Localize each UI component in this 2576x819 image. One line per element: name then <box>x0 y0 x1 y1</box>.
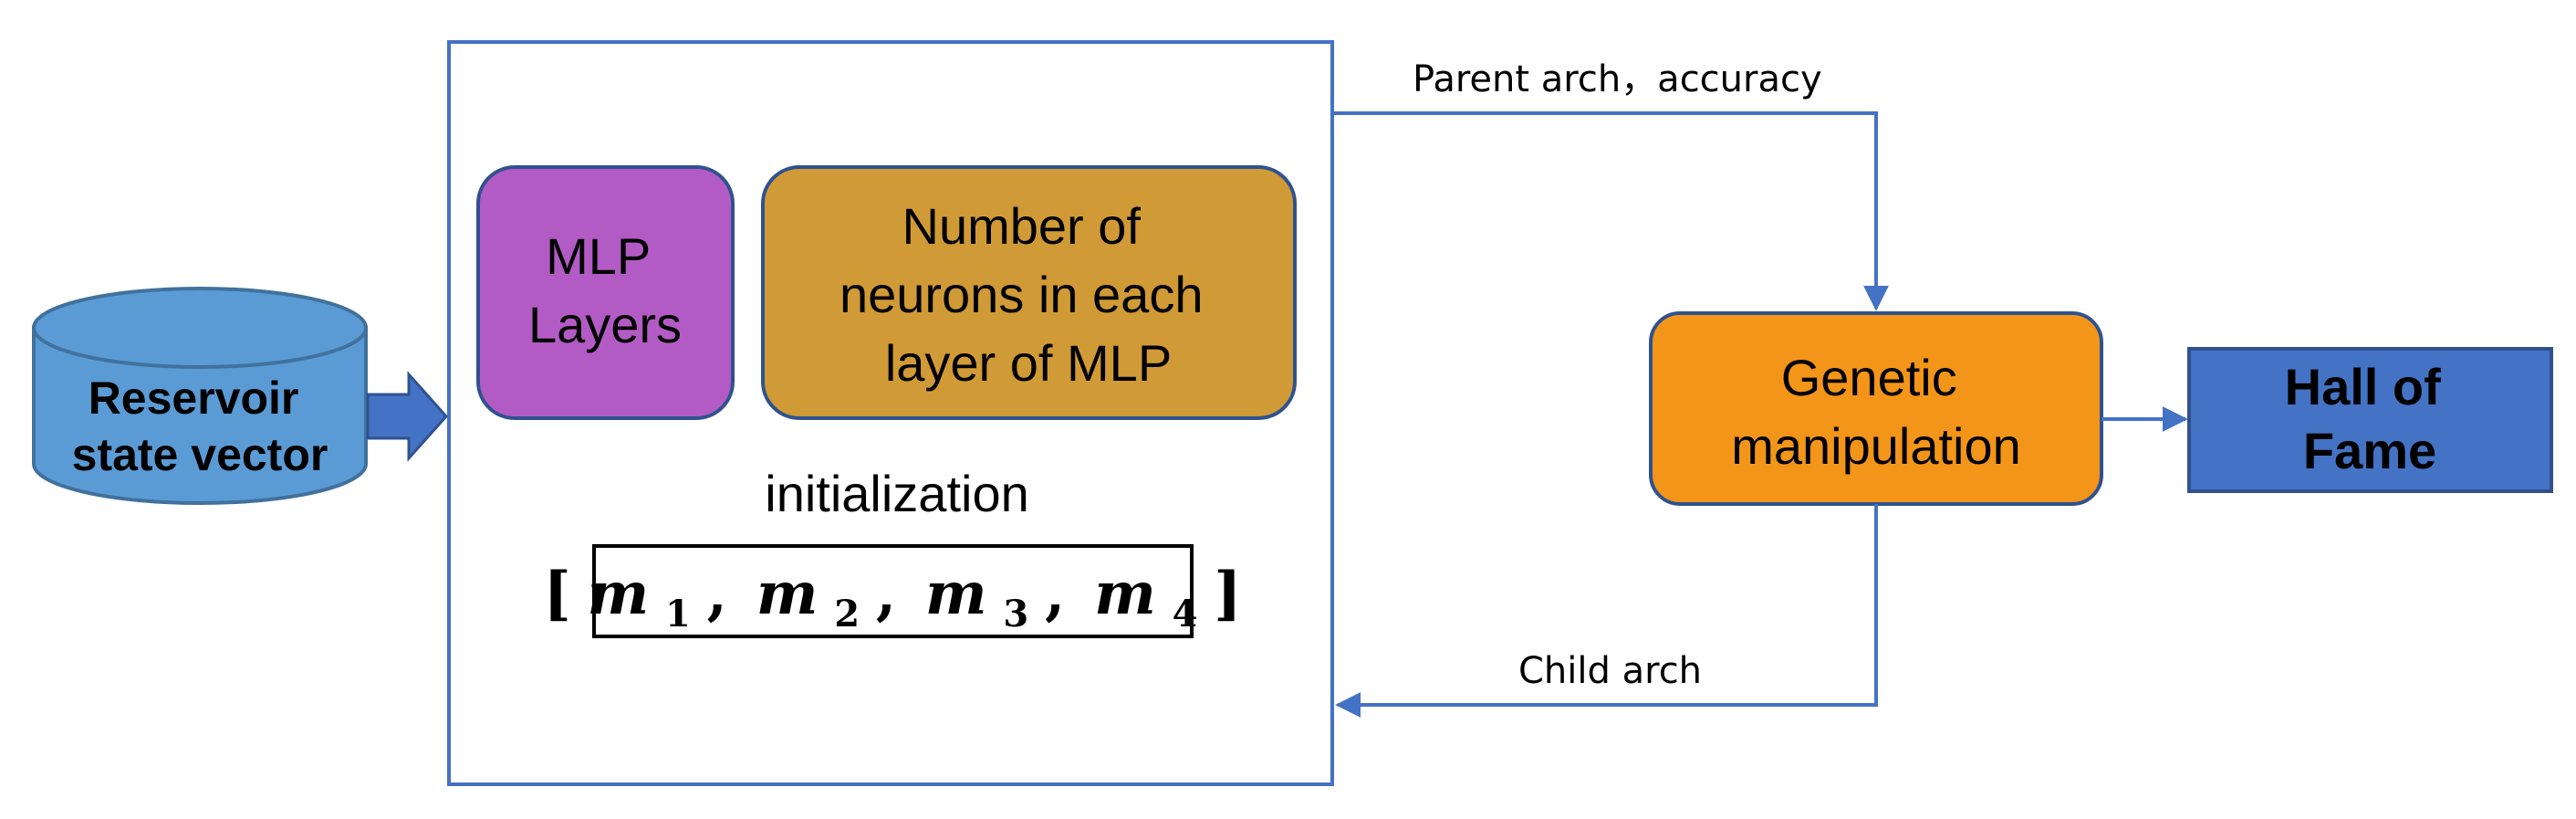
hall-of-fame-label-line-2: Fame <box>2303 422 2436 479</box>
neurons-per-layer-label-line-2: neurons in each <box>840 266 1204 323</box>
genetic-manipulation-node: Genetic manipulation <box>1649 311 2103 506</box>
architecture-vector: [ m 1 , m 2 , m 3 , m 4 ] <box>543 544 1242 639</box>
hall-of-fame-box <box>2187 347 2553 493</box>
initialization-label: initialization <box>765 465 1029 522</box>
vector-separator-3: , <box>1045 560 1065 628</box>
vector-element-2-symbol: m <box>756 560 819 628</box>
vector-element-2-subscript: 2 <box>834 593 860 635</box>
neurons-per-layer-label-line-3: layer of MLP <box>885 334 1172 392</box>
reservoir-cylinder-top <box>32 287 368 369</box>
hall-of-fame-node: Hall of Fame <box>2187 347 2553 493</box>
reservoir-cylinder-body <box>32 326 368 505</box>
reservoir-label-line-2: state vector <box>72 429 329 480</box>
architecture-vector-box <box>592 544 1194 638</box>
mlp-layers-label: MLP Layers <box>528 227 682 353</box>
vector-element-3-subscript: 3 <box>1003 593 1028 635</box>
architecture-vector-expression: [ m 1 , m 2 , m 3 , m 4 ] <box>543 560 1241 639</box>
genetic-manipulation-label-line-2: manipulation <box>1731 417 2021 475</box>
hall-of-fame-label: Hall of Fame <box>2285 358 2456 479</box>
vector-element-4-subscript: 4 <box>1173 593 1198 635</box>
vector-element-4-symbol: m <box>1094 560 1156 628</box>
mlp-layers-node: MLP Layers <box>476 165 735 420</box>
parent-arch-edge-label: Parent arch，accuracy <box>1413 58 1822 100</box>
vector-separator-1: , <box>707 560 727 628</box>
mlp-layers-box <box>476 165 735 420</box>
neurons-per-layer-node: Number of neurons in each layer of MLP <box>761 165 1297 420</box>
reservoir-state-vector-node: Reservoir state vector <box>32 287 368 505</box>
genetic-manipulation-box <box>1649 311 2103 506</box>
mlp-layers-label-line-1: MLP <box>546 227 650 285</box>
reservoir-input-arrow <box>366 371 449 462</box>
genetic-manipulation-label: Genetic manipulation <box>1731 349 2021 475</box>
child-arch-edge-label: Child arch <box>1518 650 1702 692</box>
genetic-manipulation-label-line-1: Genetic <box>1781 349 1957 406</box>
mlp-layers-label-line-2: Layers <box>528 296 682 353</box>
reservoir-label-line-1: Reservoir <box>89 373 299 424</box>
vector-close-bracket: ] <box>1214 560 1241 628</box>
vector-open-bracket: [ <box>543 560 570 628</box>
vector-separator-2: , <box>876 560 896 628</box>
parent-arch-edge <box>1332 111 1889 311</box>
vector-element-1-symbol: m <box>588 560 650 628</box>
neurons-per-layer-box <box>761 165 1297 420</box>
vector-element-3-symbol: m <box>925 560 987 628</box>
reservoir-label: Reservoir state vector <box>72 373 329 480</box>
child-arch-edge <box>1335 504 1878 718</box>
vector-element-1-subscript: 1 <box>665 593 691 635</box>
neurons-per-layer-label-line-1: Number of <box>902 197 1142 255</box>
hall-of-fame-label-line-1: Hall of <box>2285 358 2441 415</box>
neurons-per-layer-label: Number of neurons in each layer of MLP <box>840 197 1217 392</box>
